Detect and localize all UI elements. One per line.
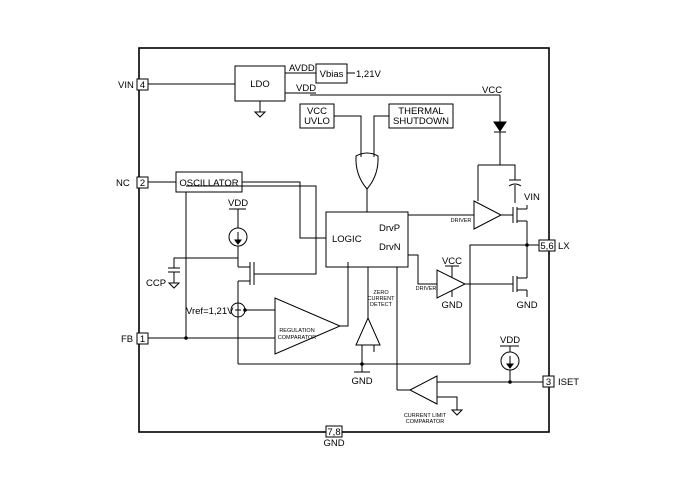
- vbias-value: 1,21V: [356, 69, 381, 80]
- ldo-label: LDO: [250, 79, 270, 90]
- climit-label-line2: COMPARATOR: [406, 419, 445, 425]
- pin-lx: 5,6 LX: [538, 239, 570, 252]
- high-side-driver: [473, 200, 503, 230]
- pin-fb-number: 1: [140, 334, 145, 345]
- zero-label-line3: DETECT: [370, 302, 393, 308]
- thermal-label-line1: THERMAL: [398, 106, 443, 117]
- ground-symbol: [253, 111, 267, 118]
- vcc-top-label: VCC: [482, 85, 502, 96]
- driver-top-label: DRIVER: [451, 218, 472, 224]
- pin-gnd-label: GND: [323, 438, 344, 449]
- pin-gnd: 7,8 GND: [323, 425, 345, 449]
- logic-label: LOGIC: [332, 234, 362, 245]
- zero-current-detect-comparator: [355, 316, 381, 346]
- pin-gnd-number: 7,8: [327, 427, 340, 438]
- avdd-label: AVDD: [289, 63, 315, 74]
- ground-symbol: [450, 409, 464, 416]
- uvlo-label-line1: VCC: [307, 106, 327, 117]
- vref-label: Vref=1,21V: [186, 306, 234, 317]
- drvn-label: DrvN: [379, 242, 401, 253]
- pin-vin: 4 VIN: [118, 78, 149, 91]
- pin-iset: 3 ISET: [542, 375, 579, 388]
- drvp-label: DrvP: [379, 223, 400, 234]
- gnd-zero-label: GND: [351, 376, 372, 387]
- diode-symbol: [493, 121, 507, 133]
- zero-label-line2: CURRENT: [368, 296, 396, 302]
- vdd-ldo-label: VDD: [296, 83, 316, 94]
- pin-vin-number: 4: [140, 80, 145, 91]
- ground-symbol: [167, 282, 181, 289]
- pin-lx-label: LX: [558, 241, 570, 252]
- reg-comp-label-line2: COMPARATOR: [278, 335, 317, 341]
- driver-bottom-label: DRIVER: [416, 286, 437, 292]
- logic-block: [325, 211, 409, 268]
- current-source-symbol: [500, 351, 520, 371]
- pin-iset-label: ISET: [558, 377, 579, 388]
- zero-label-line1: ZERO: [373, 290, 389, 296]
- low-side-driver: [436, 269, 467, 299]
- current-limit-comparator: [408, 375, 438, 405]
- current-source-symbol: [228, 227, 248, 247]
- or-gate: [355, 152, 379, 190]
- pin-lx-number: 5,6: [540, 241, 553, 252]
- gnd-driver-label: GND: [441, 300, 462, 311]
- oscillator-label: OSCILLATOR: [179, 178, 238, 189]
- uvlo-label-line2: UVLO: [304, 116, 330, 127]
- pin-nc-number: 2: [140, 178, 145, 189]
- vcc-driver-label: VCC: [442, 256, 462, 267]
- reg-comp-label-line1: REGULATION: [279, 328, 314, 334]
- pin-nc: 2 NC: [116, 176, 149, 189]
- climit-label-line1: CURRENT LIMIT: [404, 413, 447, 419]
- pin-fb: 1 FB: [121, 332, 149, 345]
- pin-nc-label: NC: [116, 178, 130, 189]
- pin-vin-label: VIN: [118, 80, 134, 91]
- thermal-label-line2: SHUTDOWN: [393, 116, 449, 127]
- vdd-ccp-label: VDD: [228, 198, 248, 209]
- pin-fb-label: FB: [121, 334, 133, 345]
- ccp-label: CCP: [146, 278, 166, 289]
- gnd-fet-label: GND: [516, 300, 537, 311]
- vdd-iset-label: VDD: [500, 335, 520, 346]
- vbias-label: Vbias: [320, 69, 344, 80]
- regulation-comparator: [274, 297, 342, 355]
- vin-right-label: VIN: [524, 192, 540, 203]
- pin-iset-number: 3: [546, 377, 551, 388]
